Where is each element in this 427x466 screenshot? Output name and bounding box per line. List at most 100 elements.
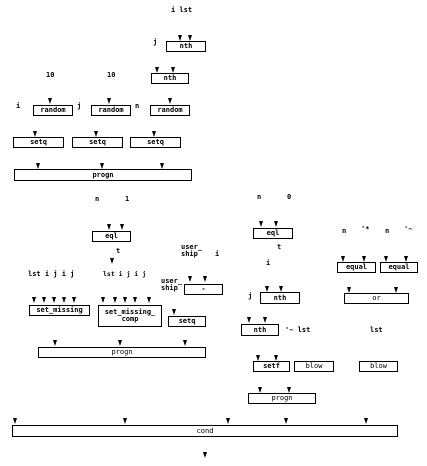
node-nth-right2: nth xyxy=(241,324,279,336)
label-args: lst i j i j xyxy=(103,270,147,278)
label-j: j xyxy=(153,38,158,46)
inlet-arrow-icon xyxy=(346,287,351,293)
inlet-arrow-icon xyxy=(246,317,251,323)
inlet-arrow-icon xyxy=(225,418,230,424)
inlet-arrow-icon xyxy=(117,340,122,346)
inlet-arrow-icon xyxy=(99,163,104,169)
inlet-arrow-icon xyxy=(273,355,278,361)
node-or: or xyxy=(344,293,409,304)
node-nth-top: nth xyxy=(166,41,206,52)
label-user-ship: user_ ship xyxy=(161,277,183,293)
inlet-arrow-icon xyxy=(61,297,66,303)
node-eql-right: eql xyxy=(253,228,293,239)
inlet-arrow-icon xyxy=(262,317,267,323)
node-progn-top: progn xyxy=(14,169,192,181)
node-random-2: random xyxy=(91,105,131,116)
node-setf: setf xyxy=(253,361,290,372)
inlet-arrow-icon xyxy=(167,98,172,104)
inlet-arrow-icon xyxy=(187,276,192,282)
label-1: 1 xyxy=(125,195,130,203)
inlet-arrow-icon xyxy=(52,340,57,346)
node-equal-2: equal xyxy=(380,262,418,273)
inlet-arrow-icon xyxy=(106,98,111,104)
inlet-arrow-icon xyxy=(255,355,260,361)
inlet-arrow-icon xyxy=(151,131,156,137)
label-j: j xyxy=(248,292,253,300)
label-tilde-lst: '~ lst xyxy=(285,326,311,334)
inlet-arrow-icon xyxy=(100,297,105,303)
label-i-lst: i lst xyxy=(171,6,193,14)
node-set-missing-comp: set_missing_ comp xyxy=(98,305,162,327)
node-setq-1: setq xyxy=(13,137,64,148)
node-setq-right: setq xyxy=(168,316,206,327)
inlet-arrow-icon xyxy=(51,297,56,303)
label-quote-tilde: '~ xyxy=(404,225,413,233)
inlet-arrow-icon xyxy=(119,224,124,230)
inlet-arrow-icon xyxy=(257,387,262,393)
label-args: lst i j i j xyxy=(28,270,75,278)
label-n: n xyxy=(342,227,347,235)
inlet-arrow-icon xyxy=(146,297,151,303)
inlet-arrow-icon xyxy=(122,418,127,424)
inlet-arrow-icon xyxy=(47,98,52,104)
label-user-ship: user_ ship xyxy=(181,243,203,259)
label-n: n xyxy=(95,195,100,203)
node-random-1: random xyxy=(33,105,73,116)
inlet-arrow-icon xyxy=(31,297,36,303)
inlet-arrow-icon xyxy=(132,297,137,303)
node-eql-left: eql xyxy=(92,231,131,242)
inlet-arrow-icon xyxy=(273,221,278,227)
inlet-arrow-icon xyxy=(383,256,388,262)
label-t: t xyxy=(277,243,282,251)
inlet-arrow-icon xyxy=(170,67,175,73)
inlet-arrow-icon xyxy=(93,131,98,137)
inlet-arrow-icon xyxy=(283,418,288,424)
inlet-arrow-icon xyxy=(171,309,176,315)
node-equal-1: equal xyxy=(337,262,376,273)
node-setq-2: setq xyxy=(72,137,123,148)
inlet-arrow-icon xyxy=(264,286,269,292)
inlet-arrow-icon xyxy=(35,163,40,169)
node-blow-1: blow xyxy=(294,361,334,372)
inlet-arrow-icon xyxy=(71,297,76,303)
label-0: 0 xyxy=(287,193,292,201)
inlet-arrow-icon xyxy=(340,256,345,262)
inlet-arrow-icon xyxy=(32,131,37,137)
inlet-arrow-icon xyxy=(286,387,291,393)
inlet-arrow-icon xyxy=(177,35,182,41)
label-i: i xyxy=(16,102,21,110)
node-blow-2: blow xyxy=(359,361,398,372)
node-cond: cond xyxy=(12,425,398,437)
label-10-a: 10 xyxy=(46,71,55,79)
inlet-arrow-icon xyxy=(41,297,46,303)
label-quote-star: '* xyxy=(361,225,370,233)
inlet-arrow-icon xyxy=(202,276,207,282)
node-progn-left: progn xyxy=(38,347,206,358)
node-nth-mid: nth xyxy=(151,73,189,84)
inlet-arrow-icon xyxy=(182,340,187,346)
node-set-missing: set_missing xyxy=(29,305,90,316)
inlet-arrow-icon xyxy=(278,286,283,292)
node-nth-right: nth xyxy=(260,292,300,304)
node-random-3: random xyxy=(150,105,190,116)
label-t: t xyxy=(116,247,121,255)
inlet-arrow-icon xyxy=(202,452,207,458)
inlet-arrow-icon xyxy=(393,287,398,293)
label-lst: lst xyxy=(370,326,383,334)
node-setq-3: setq xyxy=(130,137,181,148)
label-10-b: 10 xyxy=(107,71,116,79)
inlet-arrow-icon xyxy=(109,258,114,264)
inlet-arrow-icon xyxy=(12,418,17,424)
inlet-arrow-icon xyxy=(363,418,368,424)
label-n: n xyxy=(385,227,390,235)
inlet-arrow-icon xyxy=(106,224,111,230)
label-n: n xyxy=(135,102,140,110)
label-i: i xyxy=(266,259,271,267)
inlet-arrow-icon xyxy=(187,35,192,41)
inlet-arrow-icon xyxy=(159,163,164,169)
inlet-arrow-icon xyxy=(258,221,263,227)
label-i: i xyxy=(215,250,220,258)
node-progn-right: progn xyxy=(248,393,316,404)
label-n: n xyxy=(257,193,262,201)
